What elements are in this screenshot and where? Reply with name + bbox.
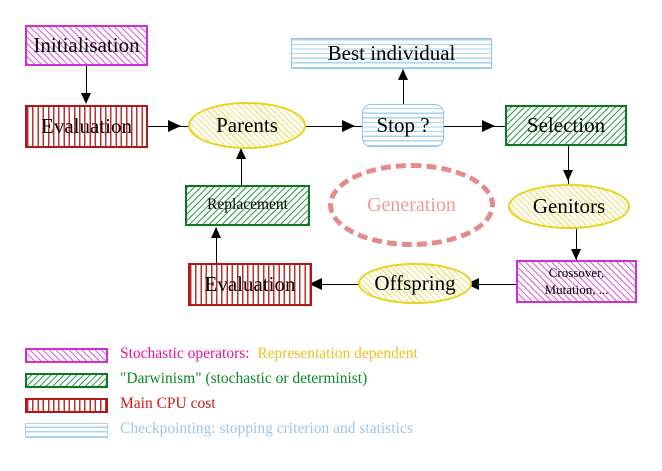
legend-text-darwinism: "Darwinism" (stochastic or determinist) [120,370,367,388]
legend-row: Stochastic operators: Representation dep… [0,345,662,370]
node-replacement[interactable]: Replacement [185,185,310,226]
node-genitors[interactable]: Genitors [508,184,630,229]
node-replacement-label: Replacement [207,196,288,214]
legend-row: Main CPU cost [0,395,662,420]
node-generation-label: Generation [367,193,456,216]
legend-label-primary: "Darwinism" (stochastic or determinist) [120,370,368,387]
arrowhead-offspring-to-eval [309,278,322,290]
connector-offspring-to-eval [310,284,362,285]
arrowhead-eval-to-parents [168,120,181,132]
node-crossover-mutation-label: Crossover, Mutation, ... [544,265,609,297]
legend-row: Checkpointing: stopping criterion and st… [0,420,662,445]
legend-label-primary: Checkpointing: stopping criterion and st… [120,420,413,437]
node-selection[interactable]: Selection [505,105,627,146]
legend-swatch-checkpointing [25,423,108,438]
legend-swatch-darwinism [25,373,108,388]
legend-swatch-stochastic [25,348,108,363]
node-evaluation-bottom[interactable]: Evaluation [188,263,312,306]
arrowhead-init-to-eval [81,93,91,104]
connector-parents-to-stop [306,126,364,127]
legend-text-checkpointing: Checkpointing: stopping criterion and st… [120,420,413,438]
node-offspring[interactable]: Offspring [358,263,472,304]
legend-text-stochastic: Stochastic operators: Representation dep… [120,345,418,363]
connector-stop-to-best [403,70,404,105]
arrowhead-stop-to-best [398,69,408,80]
node-stop-label: Stop ? [376,113,430,138]
node-genitors-label: Genitors [532,194,606,219]
node-parents[interactable]: Parents [188,102,306,149]
node-best-individual-label: Best individual [327,41,456,66]
node-evaluation-bottom-label: Evaluation [204,272,296,297]
legend-label-primary: Main CPU cost [120,395,216,412]
connector-init-to-eval [86,66,87,96]
node-crossover-mutation[interactable]: Crossover, Mutation, ... [516,260,637,303]
connector-crossover-to-offspring [468,284,518,285]
node-evaluation-top[interactable]: Evaluation [25,105,148,148]
node-generation-boundary: Generation [328,163,495,247]
node-best-individual[interactable]: Best individual [291,38,492,69]
node-evaluation-top-label: Evaluation [41,114,132,139]
node-initialisation-label: Initialisation [33,33,140,58]
legend-swatch-cpu-cost [25,398,108,413]
arrowhead-eval-to-replacement [211,227,221,238]
legend-label-primary: Stochastic operators: [120,345,250,362]
arrowhead-genitors-to-crossover [571,249,581,260]
node-initialisation[interactable]: Initialisation [25,25,148,66]
node-parents-label: Parents [216,113,278,138]
legend-label-secondary: Representation dependent [257,345,418,362]
connector-stop-to-selection [444,126,506,127]
node-stop[interactable]: Stop ? [362,104,444,147]
connector-replacement-to-parents [241,150,242,187]
connector-eval-to-replacement [216,228,217,265]
node-selection-label: Selection [526,113,606,138]
connector-selection-to-genitors [568,146,569,186]
legend-text-cpu-cost: Main CPU cost [120,395,216,413]
arrowhead-stop-to-selection [482,120,495,132]
arrowhead-parents-to-stop [342,120,355,132]
legend: Stochastic operators: Representation dep… [0,340,662,471]
arrowhead-replacement-to-parents [236,148,246,159]
connector-genitors-to-crossover [576,228,577,261]
node-offspring-label: Offspring [374,271,456,296]
arrowhead-selection-to-genitors [563,170,573,181]
legend-row: "Darwinism" (stochastic or determinist) [0,370,662,395]
